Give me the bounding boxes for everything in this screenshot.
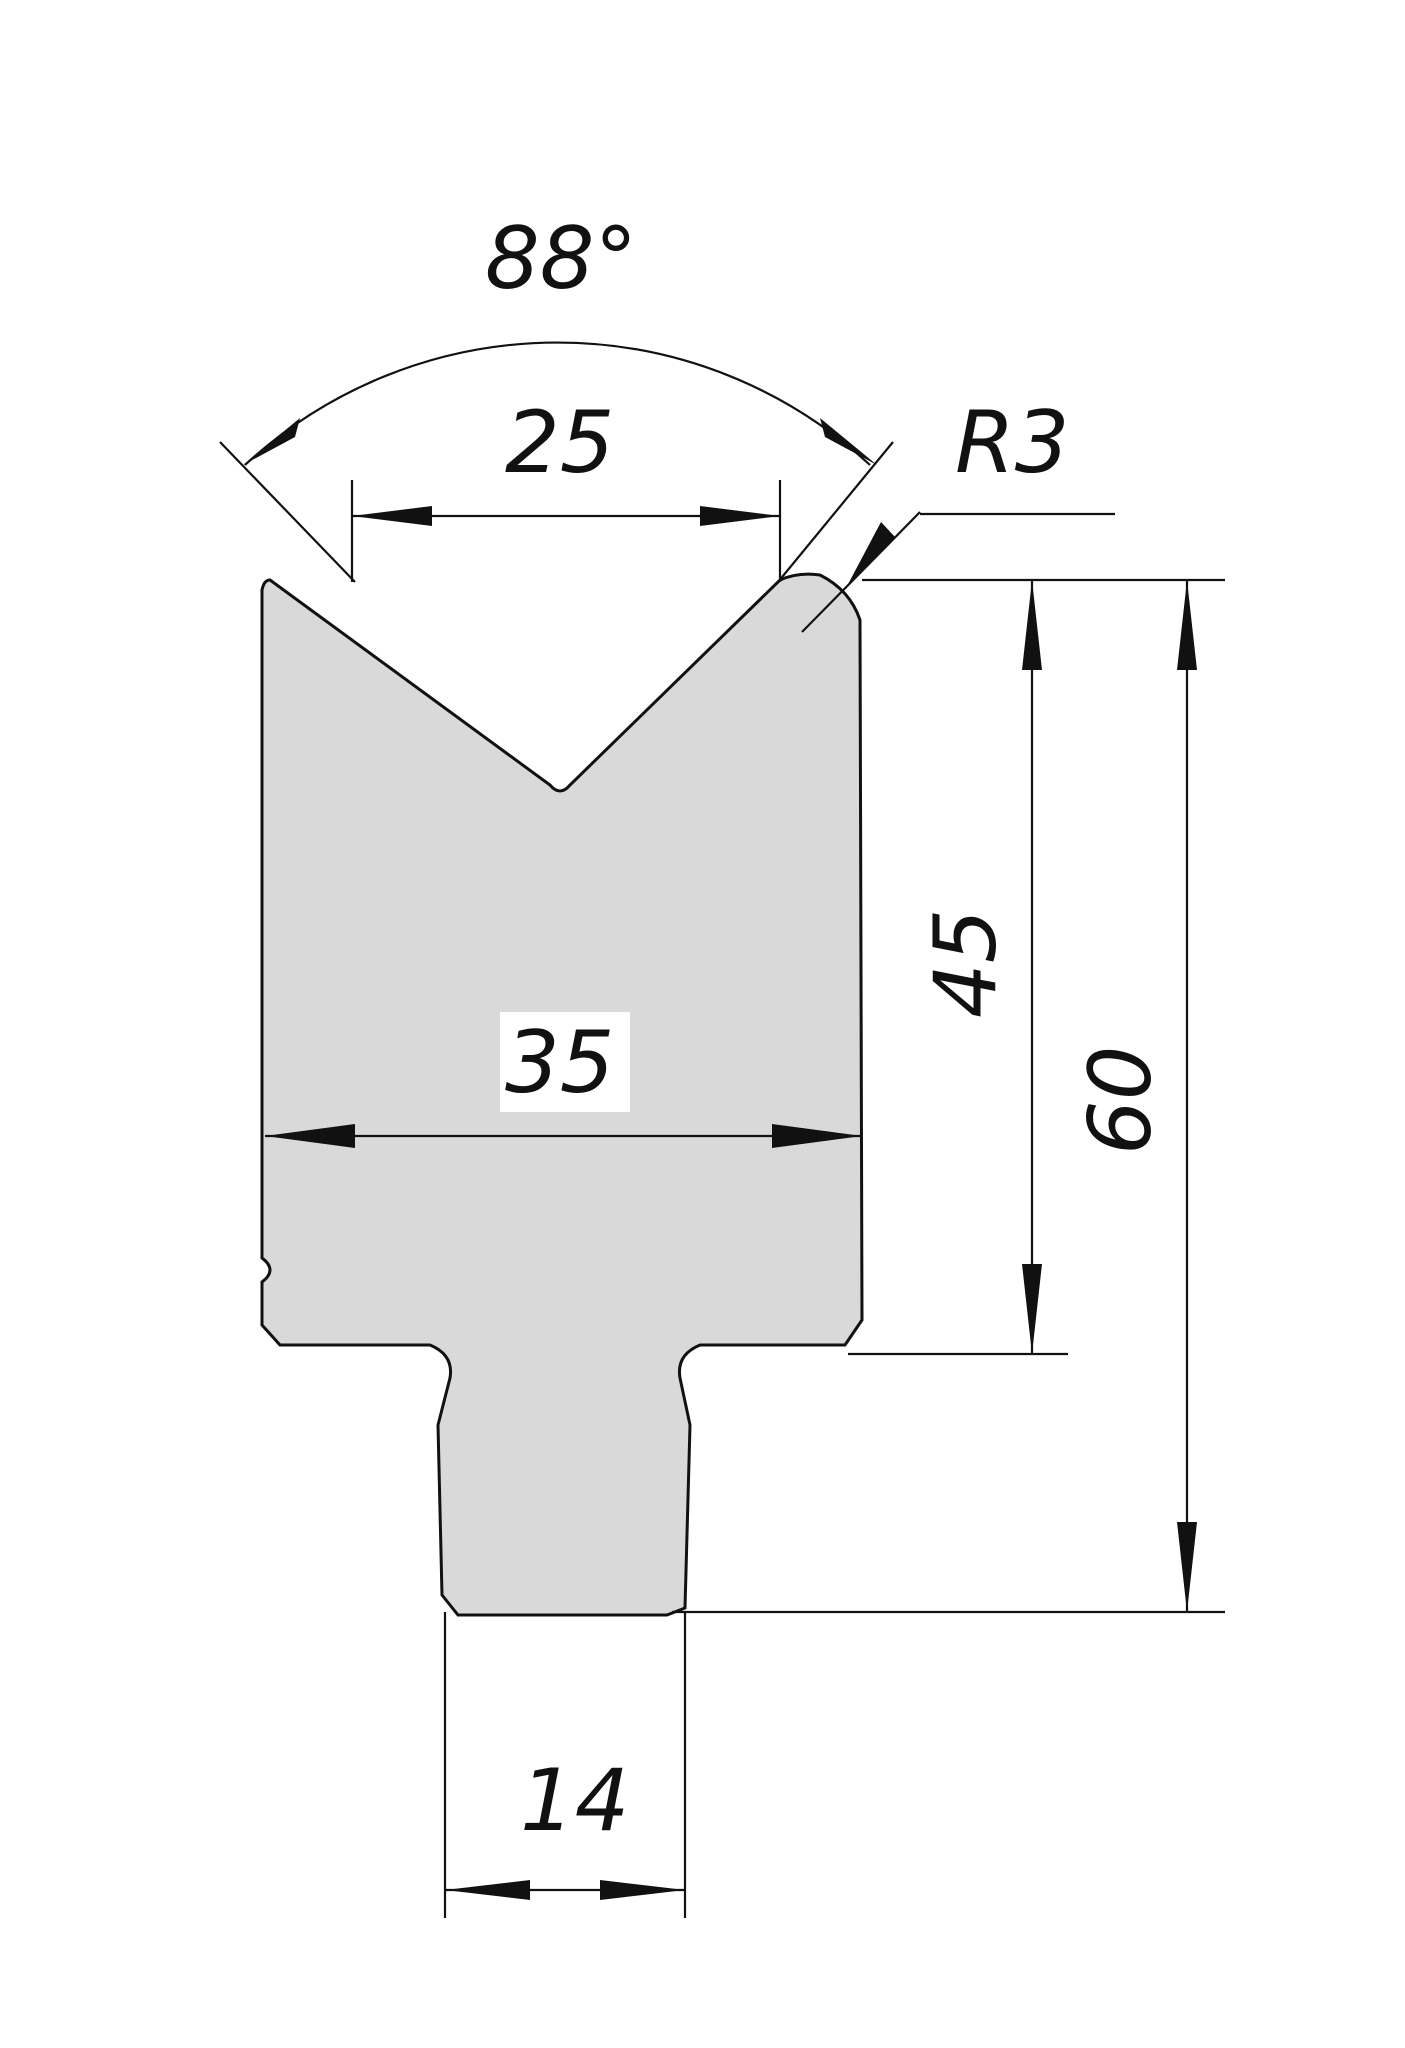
body-height-label: 45 [916,909,1016,1018]
width-label-panel [500,1012,630,1112]
total-height-arrow-top [1177,580,1197,670]
tang-label: 14 [520,1751,629,1851]
opening-label: 25 [505,393,614,493]
total-height-arrow-bottom [1177,1522,1197,1612]
opening-arrow-right [700,506,780,526]
opening-arrow-left [352,506,432,526]
angle-label: 88° [485,209,637,309]
angle-arrow-left [243,418,300,465]
body-height-arrow-top [1022,580,1042,670]
radius-label: R3 [955,393,1069,493]
tang-arrow-right [600,1880,685,1900]
angle-extension-right [777,441,894,583]
body-height-arrow-bottom [1022,1264,1042,1354]
angle-arc [244,341,871,466]
radius-arrow [846,522,895,588]
angle-arrow-right [820,418,877,465]
tang-arrow-left [445,1880,530,1900]
width-label: 35 [505,1013,614,1113]
angle-extension-left [219,441,356,583]
width-arrow-right [772,1124,862,1148]
total-height-label: 60 [1071,1046,1171,1155]
width-arrow-left [265,1124,355,1148]
